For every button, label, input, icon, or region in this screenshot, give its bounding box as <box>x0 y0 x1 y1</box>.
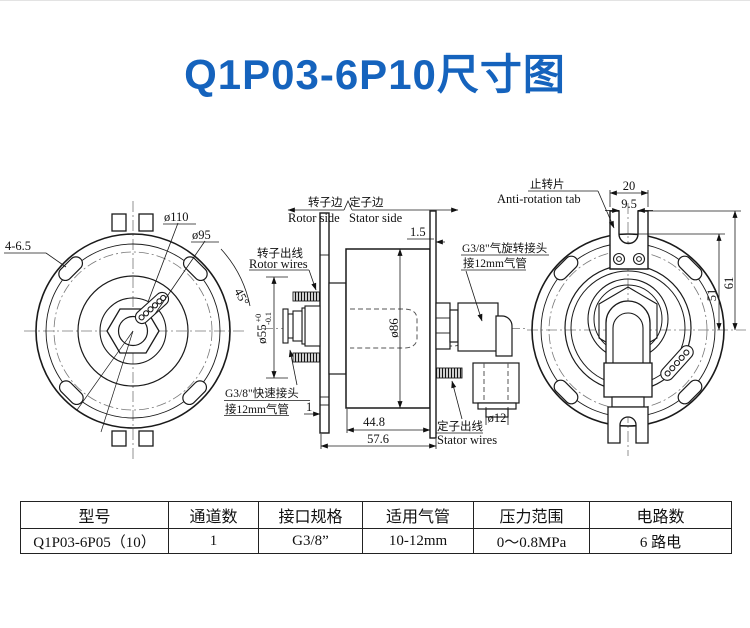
label-stator-wires-en: Stator wires <box>437 433 497 447</box>
rim-notches-right <box>553 255 703 405</box>
rotary-elbow <box>435 302 520 418</box>
left-view <box>4 201 251 459</box>
label-stator-side-cn: 定子边 <box>349 195 384 209</box>
label-rotor-wires-en: Rotor wires <box>249 257 308 271</box>
label-dim576: 57.6 <box>367 432 389 446</box>
label-holes: 4-6.5 <box>5 239 31 253</box>
mounting-tabs <box>111 213 154 447</box>
col-channels: 通道数 <box>168 501 259 529</box>
page-title: Q1P03-6P10尺寸图 <box>184 51 566 98</box>
left-view-labels: 4-6.5 ø110 ø95 45° <box>5 210 252 308</box>
middle-view-labels: 转子边 Rotor side 定子边 Stator side 转子出线 Roto… <box>225 195 547 447</box>
label-dim20: 20 <box>623 179 636 193</box>
spec-table: 型号 通道数 接口规格 适用气管 压力范围 电路数 Q1P03-6P05（10）… <box>20 501 732 554</box>
label-dim448: 44.8 <box>363 415 385 429</box>
cell-tube: 10-12mm <box>362 528 474 554</box>
label-dim51: 51 <box>705 289 719 302</box>
quick-fitting <box>282 305 321 347</box>
rim-notches <box>58 256 208 406</box>
fork-bracket <box>607 406 649 444</box>
label-angle45: 45° <box>231 286 252 308</box>
label-dia95: ø95 <box>192 228 211 242</box>
label-dia86: ø86 <box>386 318 401 338</box>
col-interface: 接口规格 <box>258 501 363 529</box>
label-stator-wires-cn: 定子出线 <box>437 419 483 433</box>
connector-slot <box>134 291 170 325</box>
label-stator-side-en: Stator side <box>349 211 403 225</box>
middle-view <box>224 200 549 449</box>
label-rotor-wires-cn: 转子出线 <box>257 246 303 260</box>
spec-table-header-row: 型号 通道数 接口规格 适用气管 压力范围 电路数 <box>20 501 732 529</box>
label-rotary-fitting-1: G3/8"气旋转接头 <box>462 241 547 255</box>
col-circuits: 电路数 <box>589 501 732 529</box>
cell-interface: G3/8” <box>258 528 363 554</box>
cell-pressure: 0～0.8MPa <box>473 528 590 554</box>
label-dia12: ø12 <box>488 411 507 425</box>
col-model: 型号 <box>20 501 169 529</box>
label-rotary-fitting-2: 接12mm气管 <box>463 256 527 270</box>
cell-model: Q1P03-6P05（10） <box>20 528 169 554</box>
col-tube: 适用气管 <box>362 501 474 529</box>
label-tab-en: Anti-rotation tab <box>497 192 581 206</box>
label-dim95: 9.5 <box>621 197 637 211</box>
right-view <box>527 190 746 456</box>
cell-circuits: 6 路电 <box>589 528 732 554</box>
label-1p5: 1.5 <box>410 225 426 239</box>
label-quick-fitting-2: 接12mm气管 <box>225 402 289 416</box>
right-view-labels: 止转片 Anti-rotation tab 20 9.5 61 51 <box>497 177 736 301</box>
label-tab-cn: 止转片 <box>530 177 565 191</box>
right-dimensions <box>528 190 741 331</box>
spec-table-data-row: Q1P03-6P05（10） 1 G3/8” 10-12mm 0～0.8MPa … <box>20 528 732 554</box>
connector-slot-right <box>660 345 694 381</box>
col-pressure: 压力范围 <box>473 501 590 529</box>
label-dia55: ø55+0-0.1 <box>254 312 273 344</box>
label-dim1: 1 <box>306 400 312 414</box>
label-quick-fitting-1: G3/8"快速接头 <box>225 387 299 400</box>
label-dim61: 61 <box>722 277 736 290</box>
label-rotor-side-cn: 转子边 <box>308 195 343 209</box>
label-dia110: ø110 <box>164 210 189 224</box>
label-rotor-side-en: Rotor side <box>288 211 340 225</box>
middle-dimensions <box>224 200 549 449</box>
cell-channels: 1 <box>168 528 259 554</box>
